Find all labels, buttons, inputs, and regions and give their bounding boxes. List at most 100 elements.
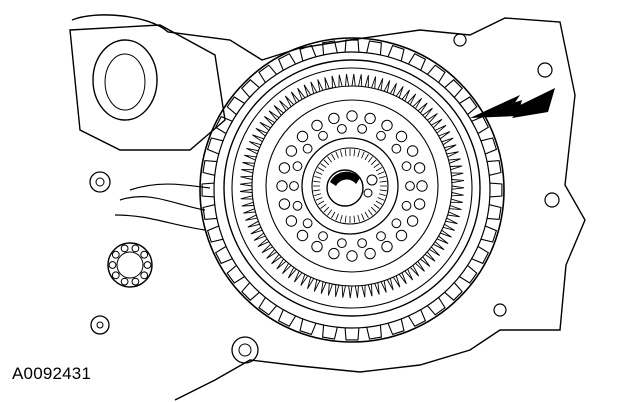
bolt-right-low bbox=[493, 303, 507, 317]
hub-splines bbox=[313, 149, 387, 223]
outer-spline bbox=[387, 44, 405, 62]
bearing-roller bbox=[108, 261, 117, 269]
outer-spline bbox=[322, 40, 338, 55]
carrier-holes bbox=[276, 110, 428, 262]
outer-spline bbox=[344, 39, 360, 53]
bearing-roller bbox=[120, 244, 129, 253]
outer-spline bbox=[299, 44, 317, 62]
carrier-hole bbox=[376, 130, 386, 141]
bearing-roller bbox=[131, 244, 140, 253]
carrier-hole bbox=[391, 218, 402, 229]
outer-spline bbox=[206, 137, 224, 155]
clutch-assembly bbox=[199, 37, 505, 343]
bolt-top bbox=[453, 33, 467, 47]
carrier-hole bbox=[405, 181, 415, 191]
outer-spline bbox=[459, 264, 478, 284]
carrier-hole bbox=[391, 143, 402, 154]
outer-spline bbox=[387, 318, 405, 336]
carrier-hole bbox=[381, 119, 393, 132]
carrier-hole bbox=[296, 130, 309, 143]
outer-spline bbox=[344, 327, 360, 341]
outer-spline bbox=[426, 64, 446, 83]
outer-spline bbox=[407, 52, 427, 71]
hub-bore-shading bbox=[330, 171, 360, 186]
outer-spline bbox=[299, 318, 317, 336]
hub-spline-path bbox=[313, 149, 387, 223]
outer-spline bbox=[480, 225, 498, 243]
carrier-hole bbox=[328, 247, 340, 260]
carrier-hole bbox=[381, 240, 393, 253]
outer-spline bbox=[366, 325, 382, 340]
carrier-hole bbox=[311, 240, 323, 253]
outer-splines bbox=[201, 39, 503, 341]
carrier-hole bbox=[413, 162, 426, 174]
outer-spline bbox=[426, 297, 446, 316]
wire-harness bbox=[114, 183, 211, 231]
cover-bore-inner bbox=[104, 53, 146, 111]
gear-teeth-path bbox=[239, 73, 465, 299]
bolt-left bbox=[89, 171, 111, 193]
carrier-hole bbox=[364, 247, 376, 260]
clutch-housing-outer bbox=[199, 37, 505, 343]
hub-detail-b bbox=[363, 188, 373, 198]
outer-spline bbox=[258, 297, 278, 316]
outer-spline bbox=[407, 309, 427, 328]
outer-spline bbox=[202, 204, 217, 220]
bolt-right-top bbox=[537, 62, 553, 78]
hub-bore bbox=[326, 169, 364, 207]
outer-spline bbox=[258, 64, 278, 83]
hub-outer bbox=[301, 137, 399, 235]
outer-spline bbox=[241, 79, 260, 98]
carrier-hole bbox=[416, 180, 428, 192]
carrier-hole bbox=[364, 112, 376, 125]
carrier-hole bbox=[406, 215, 419, 227]
cover-bore bbox=[92, 39, 158, 121]
outer-spline bbox=[489, 182, 503, 198]
outer-spline bbox=[471, 245, 490, 265]
carrier-hole bbox=[337, 123, 347, 134]
outer-spline bbox=[201, 182, 215, 198]
outer-spline bbox=[214, 115, 233, 135]
carrier-hole bbox=[357, 238, 368, 249]
carrier-hole bbox=[337, 238, 347, 249]
outer-spline bbox=[226, 96, 245, 116]
outer-spline bbox=[202, 160, 217, 176]
bolt-left-center bbox=[95, 177, 105, 187]
bolt-lower-center bbox=[238, 343, 252, 357]
carrier-face bbox=[265, 99, 439, 273]
carrier-hole bbox=[346, 250, 358, 262]
outer-spline bbox=[487, 160, 502, 176]
carrier-hole bbox=[302, 143, 313, 154]
carrier-hole bbox=[278, 198, 291, 210]
carrier-hole bbox=[278, 162, 291, 174]
bolt-lower-left bbox=[90, 315, 110, 335]
outer-spline bbox=[366, 40, 382, 55]
outer-spline bbox=[459, 96, 478, 116]
outer-spline bbox=[206, 225, 224, 243]
clutch-plate-inner bbox=[231, 67, 473, 309]
outer-spline bbox=[487, 204, 502, 220]
carrier-hole bbox=[357, 123, 368, 134]
figure-reference-id: A0092431 bbox=[12, 364, 92, 383]
bearing-roller bbox=[111, 271, 120, 280]
carrier-hole bbox=[395, 229, 408, 242]
outer-spline bbox=[480, 137, 498, 155]
carrier-hole bbox=[302, 218, 313, 229]
outer-spline bbox=[471, 115, 490, 135]
clutch-housing-edge bbox=[213, 51, 491, 329]
clutch-plate bbox=[223, 59, 481, 317]
outer-spline bbox=[214, 245, 233, 265]
outer-spline bbox=[322, 325, 338, 340]
hub-detail-a bbox=[366, 174, 378, 186]
bearing-roller bbox=[111, 250, 120, 259]
carrier-hole bbox=[318, 130, 328, 141]
bearing-roller bbox=[140, 250, 149, 259]
bolt-lower-left-center bbox=[96, 321, 104, 329]
carrier-hole bbox=[276, 180, 288, 192]
arrow-icon bbox=[470, 88, 555, 118]
carrier-hole bbox=[376, 231, 386, 242]
outer-spline bbox=[226, 264, 245, 284]
ring-gear-root bbox=[251, 85, 453, 287]
bearing-roller bbox=[140, 271, 149, 280]
